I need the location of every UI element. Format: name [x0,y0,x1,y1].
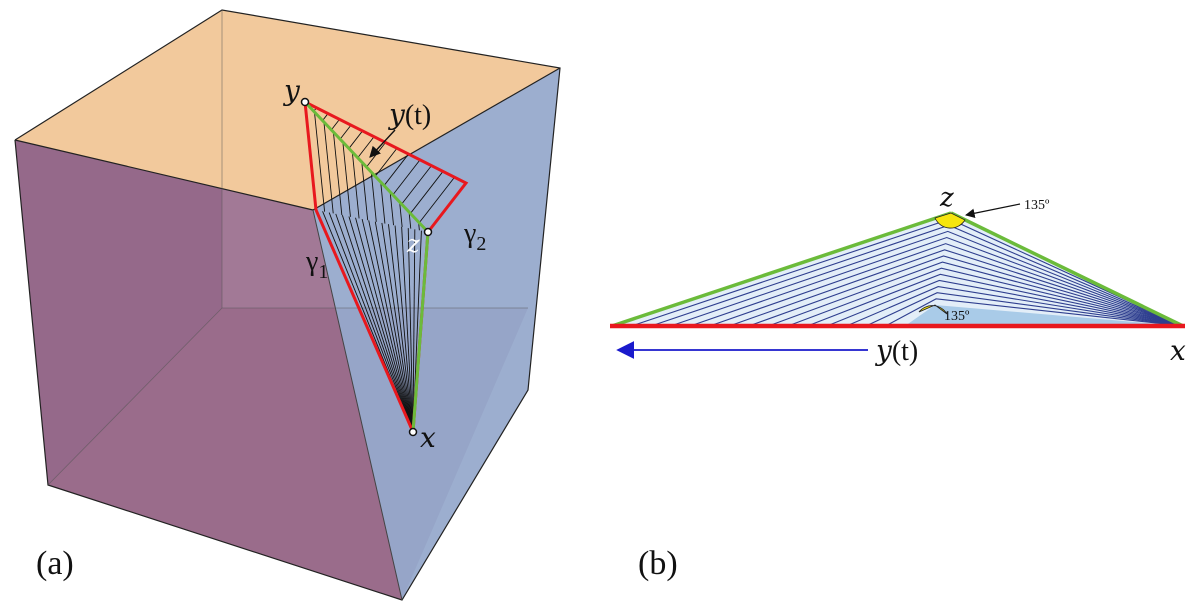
fan-line-lower [381,222,414,433]
point-x [408,427,418,437]
point-y [300,97,310,107]
fan-line-lower [348,216,414,433]
fan-line-flat [826,279,1184,327]
angle-label-inner: 135º [944,309,970,324]
label-yt-b-var: y [874,334,893,367]
cube-edge-front-vertical [312,209,403,601]
fan-line-lower [361,218,414,433]
fan-line-lower [388,224,414,433]
fan-line-top-left [332,131,343,216]
fan-line-flat [748,255,1184,327]
fan-line-top [418,176,455,223]
fan-lines-flat [631,218,1184,327]
fan-lines-lower [314,111,422,433]
fan-line-top-left [314,111,326,212]
fan-line-flat [807,273,1184,327]
fan-line-top-left [370,171,377,222]
label-x-b: x [1170,334,1186,367]
fan-region-inner [905,305,1183,326]
label-y-a: y [282,74,301,107]
fan-line-flat [846,286,1184,327]
cube-edge-hidden-left [47,307,223,486]
label-gamma1: γ1 [305,246,328,283]
fan-line-lower [355,217,414,433]
fan-line-lower [412,229,416,433]
label-x-a: x [420,421,436,454]
fan-line-top [357,136,375,158]
panel-label-a: (a) [36,545,74,582]
fan-line-top-left [361,161,369,221]
fan-line-flat [885,298,1184,327]
fan-line-flat [787,267,1184,327]
fan-lines-top [313,107,455,223]
fan-line-top-left [380,181,386,224]
label-yt-b: y(t) [874,334,918,367]
green-edge-left [611,211,952,328]
fan-line-top-left [351,151,360,219]
cube-left-face [15,140,402,600]
label-gamma2-sub: 2 [476,233,486,255]
fan-line-top-left [389,191,394,226]
label-yt-a: y(t) [387,98,431,131]
fan-line-top [383,153,409,186]
panel-label-b: (b) [638,545,678,582]
fan-line-top-left [342,141,351,217]
fan-line-top [339,124,352,140]
angle-callout-arrow [965,203,1021,218]
angle-label-top: 135º [1024,198,1050,213]
fan-line-top [331,119,340,131]
label-z-a: z [406,230,420,258]
fan-line-lower [374,221,414,433]
fan-line-top [374,148,398,177]
label-z-b: z [939,183,954,213]
cube-edge-front-top-right [312,67,561,211]
fan-line-flat [865,292,1184,327]
fan-line-top-left [408,211,412,229]
green-edge-right [950,211,1184,328]
label-yt-a-arg: (t) [405,100,431,131]
fan-line-lower [328,212,414,433]
panel-b-flat: 135º 135º z x y(t) (b) [610,183,1186,582]
angle-mark-top [934,212,966,229]
fan-line-top-left [323,121,334,214]
label-yt-a-var: y [387,98,406,131]
fan-line-flat [729,249,1184,327]
yt-arrow [369,129,396,158]
label-gamma1-symbol: γ [305,246,318,277]
fan-line-top [410,171,444,214]
fan-line-lower [401,226,414,433]
label-yt-b-arg: (t) [892,336,918,367]
fan-line-lower [407,228,414,433]
fan-line-flat [670,230,1184,327]
angle-mark-inner [918,304,948,315]
fan-line-lower [394,225,414,433]
fan-line-flat [689,236,1184,327]
panel-a-cube: y y(t) z x γ1 γ2 (a) [14,9,561,601]
fan-line-top [348,130,363,149]
fan-line-lower [341,215,414,433]
cube-top-face [15,10,560,210]
fan-line-top-left [399,201,403,227]
fan-line-lower [335,213,414,433]
cube-edge-front-top-left [14,139,314,211]
fan-line-lower [368,220,414,433]
label-gamma1-sub: 1 [318,261,328,283]
gamma1-curve [303,101,415,433]
label-gamma2-symbol: γ [463,218,476,249]
label-gamma2: γ2 [463,218,486,255]
fan-line-flat [768,261,1184,327]
fan-line-top [401,165,432,205]
cube-right-face [313,68,560,600]
fan-line-flat [709,243,1184,327]
fan-line-top [392,159,421,196]
point-z [423,227,433,237]
